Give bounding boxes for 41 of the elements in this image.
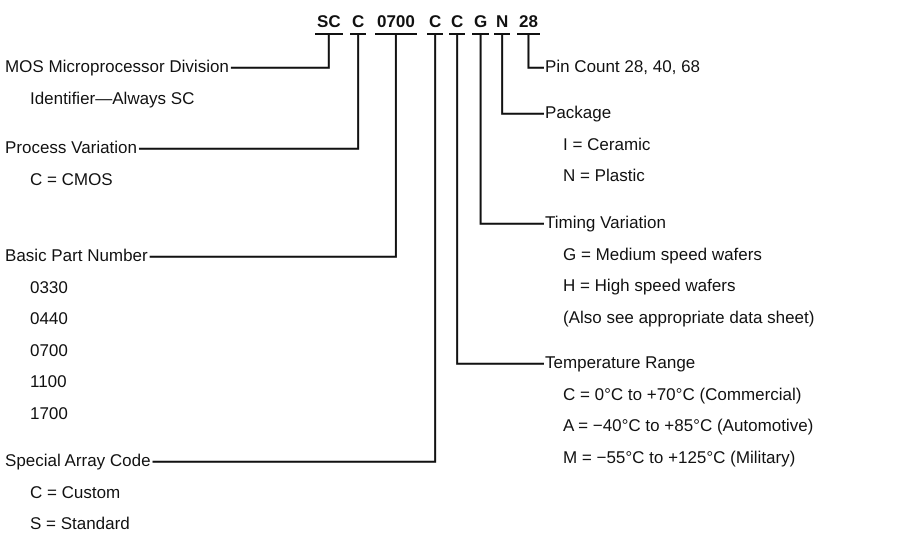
field-heading: MOS Microprocessor Division [5,56,229,78]
field-heading: Package [545,102,612,124]
field-heading: Basic Part Number [5,245,148,267]
field-heading: Timing Variation [545,212,666,234]
leader-line [230,35,330,69]
code-segment: 28 [517,11,540,35]
code-segment: 0700 [375,11,417,35]
code-option: S = Standard [30,508,130,533]
code-option: 0330 [30,272,68,303]
field-heading: Process Variation [5,137,137,159]
code-option: 0700 [30,334,68,366]
code-segment: G [472,11,490,35]
code-option: I = Ceramic [563,128,650,160]
code-option: A = −40°C to +85°C (Automotive) [563,410,814,442]
field-heading: Temperature Range [545,352,696,374]
code-option: G = Medium speed wafers [563,238,762,270]
code-option: C = CMOS [30,164,113,195]
leader-line [501,35,544,115]
leader-line [480,35,544,225]
code-segment: C [427,11,444,35]
code-segment: SC [315,11,343,35]
leader-line [152,35,436,463]
leader-line [138,35,360,150]
field-heading: Pin Count 28, 40, 68 [545,56,700,78]
code-option: (Also see appropriate data sheet) [563,302,814,333]
field-heading: Special Array Code [5,450,151,472]
code-option: 1700 [30,398,68,429]
code-option: C = 0°C to +70°C (Commercial) [563,378,802,410]
leader-line [527,35,544,69]
code-option: M = −55°C to +125°C (Military) [563,442,796,473]
code-option: N = Plastic [563,160,645,192]
code-option: 0440 [30,303,68,334]
code-option: Identifier—Always SC [30,82,194,114]
code-option: 1100 [30,366,67,398]
leader-line [456,35,544,365]
leader-line [150,35,397,258]
code-option: C = Custom [30,476,120,508]
code-segment: C [449,11,466,35]
code-option: H = High speed wafers [563,270,736,302]
code-segment: N [494,11,510,35]
code-segment: C [350,11,366,35]
